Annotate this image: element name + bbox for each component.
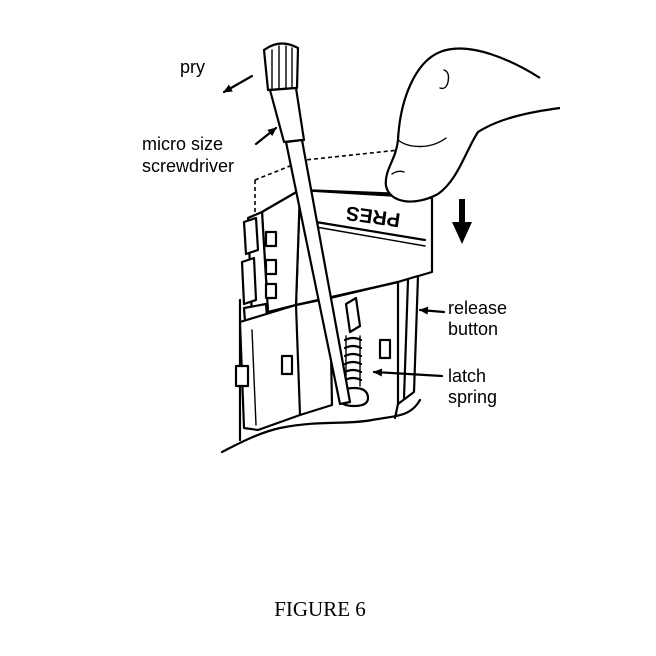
latch-spring-leader-arrow [372,368,444,378]
pry-label: pry [180,57,205,77]
latch-label-line2: spring [448,387,497,407]
release-button-shape [393,274,420,420]
release-label-line2: button [448,319,498,339]
screwdriver-label-line1: micro size [142,134,223,154]
breaker-body [234,147,434,432]
pry-arrow [222,74,254,94]
screwdriver-label-line2: screwdriver [142,156,234,176]
finger-shape [384,47,561,203]
latch-label-line1: latch [448,366,486,386]
screwdriver-shape [262,42,352,406]
figure-caption: FIGURE 6 [274,597,366,621]
screwdriver-leader-arrow [254,126,278,146]
press-down-arrow [452,199,472,244]
release-button-leader-arrow [418,306,446,315]
release-label-line1: release [448,298,507,318]
